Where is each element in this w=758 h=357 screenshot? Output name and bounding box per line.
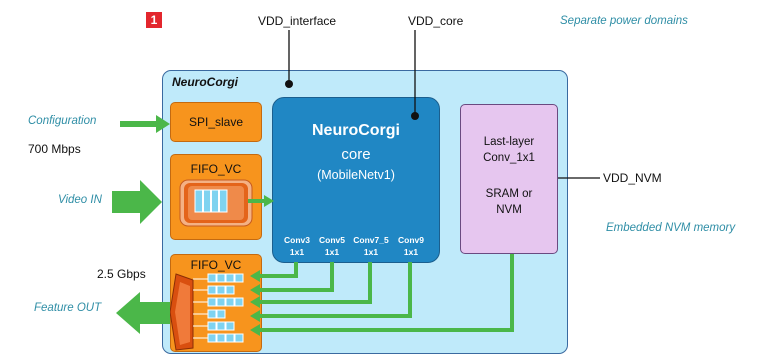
vdd-interface-label: VDD_interface <box>258 14 337 28</box>
configuration-label: Configuration <box>28 115 97 127</box>
step-badge: 1 <box>146 12 162 28</box>
nvm-route <box>258 254 514 332</box>
route-arrowhead <box>250 296 260 308</box>
fifo-output-label: FIFO_VC <box>190 258 242 272</box>
conv-kernel: 1x1 <box>324 247 340 257</box>
core-title: NeuroCorgi <box>312 122 400 139</box>
video-in-arrow <box>112 180 162 224</box>
nvm-line4: NVM <box>496 204 522 216</box>
vdd-nvm-label: VDD_NVM <box>603 171 662 185</box>
route-arrowhead <box>250 310 260 322</box>
conv-kernel: 1x1 <box>289 247 305 257</box>
nvm-line2: Conv_1x1 <box>483 152 535 164</box>
neurocorgi-core-block <box>272 97 440 263</box>
feature-out-arrow <box>116 292 170 334</box>
fifo-to-core-arrow-head <box>264 195 274 207</box>
vdd-interface-dot <box>285 80 293 88</box>
core-subtitle: core <box>341 146 371 163</box>
fifo-input-label: FIFO_VC <box>190 162 242 176</box>
conv-kernel: 1x1 <box>363 247 379 257</box>
vdd-core-label: VDD_core <box>408 14 464 28</box>
conv7-5-route <box>258 262 372 304</box>
spi-slave-block: SPI_slave <box>170 102 262 142</box>
conv5-route <box>258 262 334 292</box>
last-layer-nvm-block <box>460 104 558 254</box>
conv9-label: Conv9 1x1 <box>394 234 428 258</box>
vdd-core-dot <box>411 112 419 120</box>
route-arrowhead <box>250 324 260 336</box>
output-rate-label: 2.5 Gbps <box>97 267 146 281</box>
separate-power-domains-note: Separate power domains <box>560 15 688 27</box>
route-arrowhead <box>250 270 260 282</box>
input-rate-label: 700 Mbps <box>28 142 81 156</box>
fifo-input-stack <box>179 179 253 227</box>
video-in-label: Video IN <box>58 194 102 206</box>
conv-name: Conv9 <box>398 235 424 245</box>
fifo-output-stack <box>169 273 244 351</box>
conv3-route <box>258 262 298 278</box>
feature-out-label: Feature OUT <box>34 302 102 314</box>
nvm-line3: SRAM or <box>485 188 533 200</box>
conv-kernel: 1x1 <box>403 247 419 257</box>
core-model: (MobileNetv1) <box>317 168 395 182</box>
conv3-label: Conv3 1x1 <box>281 234 313 258</box>
conv-name: Conv7_5 <box>353 235 389 245</box>
route-arrowhead <box>250 284 260 296</box>
configuration-arrow-head <box>156 115 170 133</box>
conv9-route <box>258 262 412 318</box>
chip-name: NeuroCorgi <box>172 75 238 89</box>
conv-name: Conv5 <box>319 235 345 245</box>
conv5-label: Conv5 1x1 <box>315 234 349 258</box>
conv7-5-label: Conv7_5 1x1 <box>350 234 392 258</box>
conv-name: Conv3 <box>284 235 310 245</box>
embedded-nvm-note: Embedded NVM memory <box>606 222 736 234</box>
nvm-line1: Last-layer <box>483 136 535 148</box>
